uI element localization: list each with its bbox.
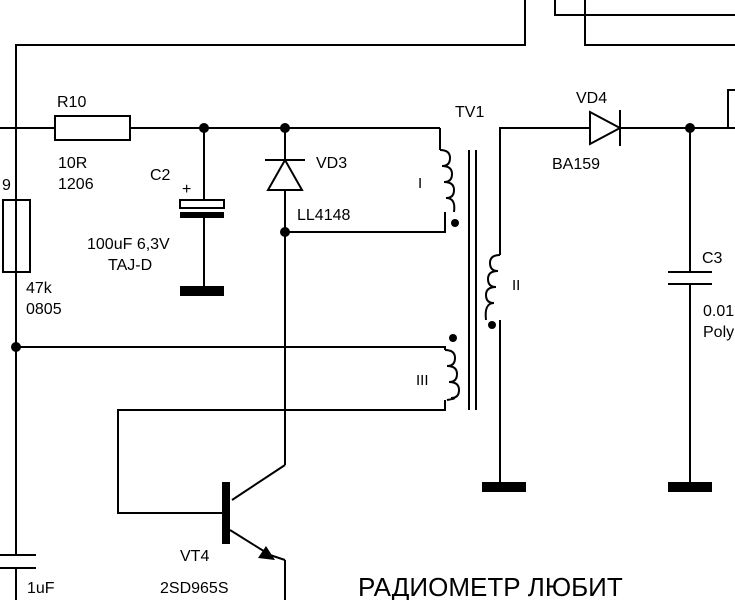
ground-symbol xyxy=(668,482,712,492)
wire-collector xyxy=(231,464,286,501)
vd3-part: LL4148 xyxy=(297,207,350,224)
junctions xyxy=(11,123,695,352)
winding-3-label: III xyxy=(416,372,429,389)
diagram-title-text: РАДИОМЕТР ЛЮБИТ xyxy=(358,572,623,600)
r10-package: 1206 xyxy=(58,176,94,193)
transistor-vt4: VT4 2SD965S xyxy=(160,482,286,597)
c2-polarity: + xyxy=(182,181,191,198)
wire-winding-3-to-base xyxy=(117,400,446,514)
diode-vd3: VD3 LL4148 xyxy=(265,155,350,224)
ground-symbol xyxy=(180,286,224,296)
winding-1-label: I xyxy=(418,175,422,192)
ground-symbol xyxy=(482,482,526,492)
capacitor-bottom: 1uF xyxy=(0,554,55,597)
winding-3-coil xyxy=(444,349,461,401)
c2-value: 100uF 6,3V xyxy=(87,236,170,253)
wire-to-winding-3 xyxy=(16,346,446,350)
r9-ref-fragment: 9 xyxy=(2,177,11,194)
c3-type-fragment: Poly xyxy=(703,324,734,341)
vd3-ref: VD3 xyxy=(316,155,347,172)
c3-ref: C3 xyxy=(702,250,723,267)
resistor-r9: 9 47k 0805 xyxy=(2,177,62,318)
r9-package: 0805 xyxy=(26,301,62,318)
r9-value: 47k xyxy=(26,280,53,297)
r10-value: 10R xyxy=(58,155,87,172)
winding-2-dot xyxy=(488,321,496,329)
junction-dot xyxy=(280,227,290,237)
capacitor-c3: C3 0.01 Poly xyxy=(668,250,734,341)
transformer-tv1: TV1 I II III xyxy=(416,104,520,410)
junction-dot xyxy=(685,123,695,133)
winding-2-label: II xyxy=(512,277,520,294)
diode-vd4: VD4 BA159 xyxy=(552,90,623,173)
vd4-ref: VD4 xyxy=(576,90,607,107)
wire-top-right-frame xyxy=(554,0,735,16)
wire-top-right-frame-2 xyxy=(584,0,735,46)
c-bottom-value: 1uF xyxy=(27,580,55,597)
wire-right-clip xyxy=(727,89,735,128)
junction-dot xyxy=(280,123,290,133)
r10-ref: R10 xyxy=(57,94,86,111)
c2-ref: C2 xyxy=(150,167,171,184)
junction-dot xyxy=(11,342,21,352)
wire-vd3-to-winding-1 xyxy=(285,212,446,233)
vd4-part: BA159 xyxy=(552,156,600,173)
capacitor-c2: C2 + 100uF 6,3V TAJ-D xyxy=(87,167,225,296)
wire-top-frame xyxy=(15,0,526,300)
resistor-r10: R10 10R 1206 xyxy=(54,94,131,193)
junction-dot xyxy=(199,123,209,133)
tv1-ref: TV1 xyxy=(455,104,484,121)
winding-1-dot xyxy=(451,219,459,227)
wire-secondary-top xyxy=(499,127,590,255)
c3-value-fragment: 0.01 xyxy=(703,303,734,320)
c2-package: TAJ-D xyxy=(108,257,152,274)
winding-1-coil xyxy=(439,149,456,213)
vt4-ref: VT4 xyxy=(180,548,209,565)
winding-3-dot xyxy=(449,334,457,342)
vt4-part: 2SD965S xyxy=(160,580,229,597)
winding-2-coil xyxy=(484,254,501,321)
